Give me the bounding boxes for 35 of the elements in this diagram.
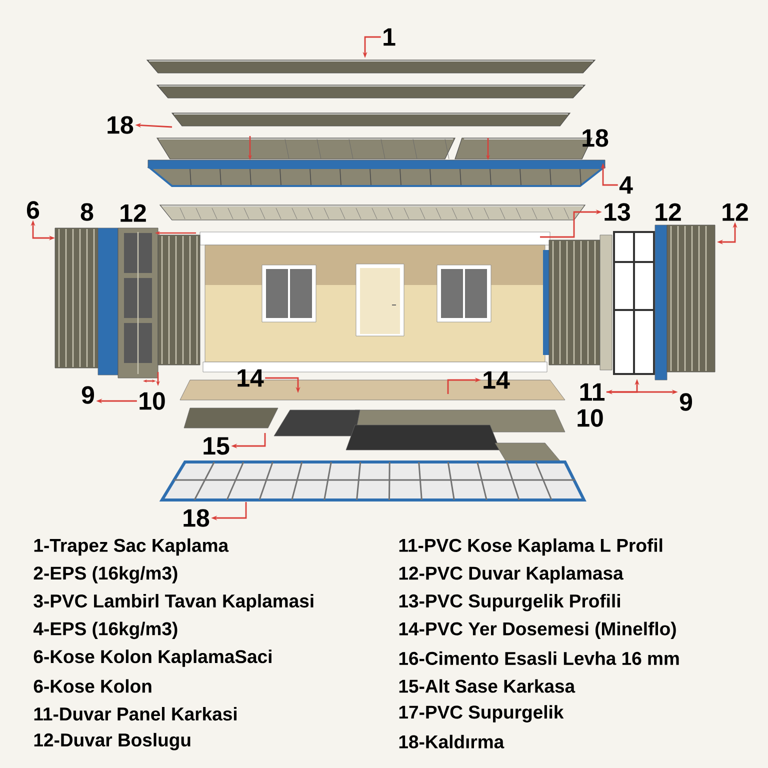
parts-list-item: 14-PVC Yer Dosemesi (Minelflo) (399, 622, 676, 640)
callout-number: 1 (384, 28, 396, 46)
parts-list-item: 3-PVC Lambirl Tavan Kaplamasi (34, 594, 314, 612)
callout-number: 18 (582, 129, 608, 147)
parts-list-item: 18-Kaldırma (399, 734, 504, 748)
callout-number: 18 (184, 509, 210, 527)
callout-number: 14 (238, 369, 264, 387)
parts-list-item: 1-Trapez Sac Kaplama (34, 538, 229, 556)
parts-list-item: 12-Duvar Boslugu (34, 732, 190, 750)
parts-list-item: 6-Kose Kolon KaplamaSaci (34, 650, 272, 667)
callout-number: 8 (80, 203, 94, 221)
callout-number: 10 (578, 409, 603, 427)
parts-list-item: 2-EPS (16kg/m3) (34, 566, 178, 584)
callout-number: 9 (680, 393, 692, 411)
callout-number: 14 (484, 371, 510, 389)
parts-list-item: 4-EPS (16kg/m3) (33, 622, 178, 640)
callout-number: 11 (580, 383, 605, 401)
callout-number: 9 (82, 386, 94, 404)
callout-number: 13 (604, 203, 630, 221)
parts-list-item: 11-Duvar Panel Karkasi (34, 707, 236, 721)
parts-list-item: 6-Kose Kolon (34, 679, 152, 693)
parts-list-item: 17-PVC Supurgelik (399, 705, 564, 722)
parts-list-item: 13-PVC Supurgelik Profili (399, 594, 620, 612)
callout-number: 4 (619, 176, 633, 194)
callout-number: 12 (120, 204, 146, 222)
callout-number: 18 (108, 116, 134, 134)
parts-list-item: 15-Alt Sase Karkasa (399, 679, 576, 693)
callout-number: 10 (140, 392, 165, 410)
callout-number: 6 (26, 201, 40, 219)
parts-list-item: 16-Cimento Esasli Levha 16 mm (399, 651, 679, 665)
parts-list-item: 11-PVC Kose Kaplama L Profil (399, 538, 662, 556)
callout-number: 15 (204, 437, 230, 455)
callout-number: 12 (722, 203, 748, 221)
callout-number: 12 (656, 203, 681, 221)
parts-list-item: 12-PVC Duvar Kaplamasa (399, 566, 624, 584)
